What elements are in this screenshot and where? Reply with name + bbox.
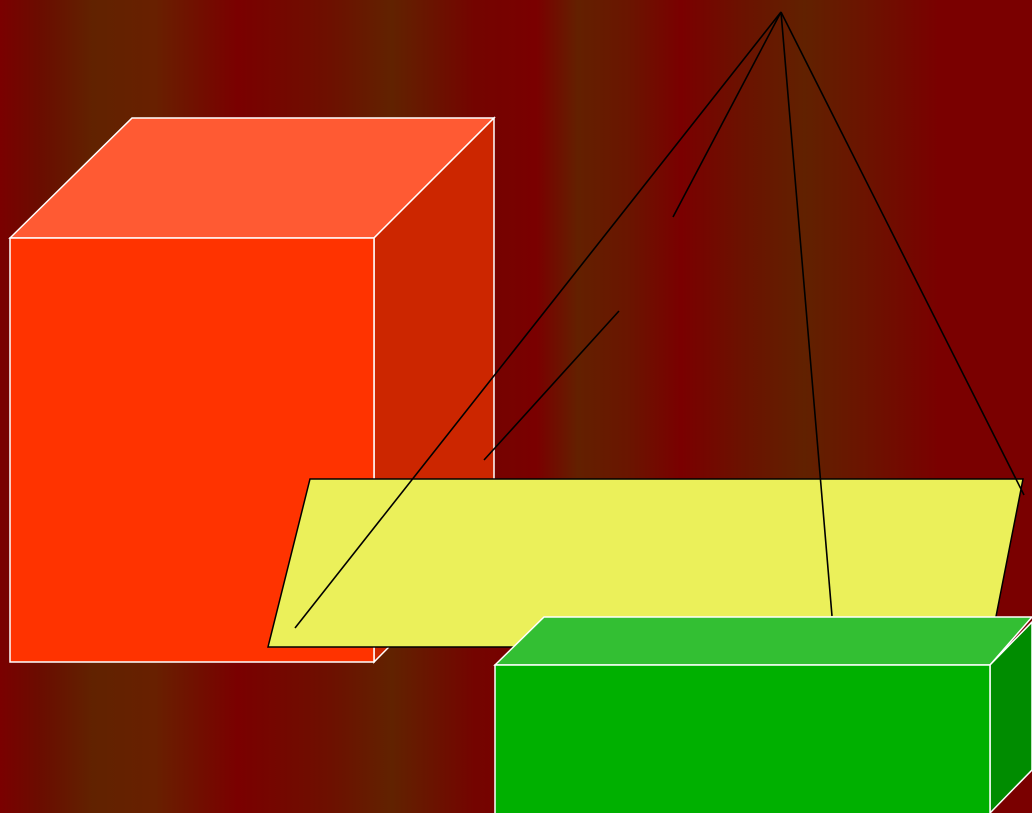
pyramid-edge-back — [673, 12, 781, 217]
pyramid-edge-right — [781, 12, 1024, 495]
pyramid-base-segment — [484, 311, 619, 460]
green-box-top-face — [495, 617, 1032, 665]
green-box — [495, 617, 1032, 813]
green-box-front-face — [495, 665, 990, 813]
